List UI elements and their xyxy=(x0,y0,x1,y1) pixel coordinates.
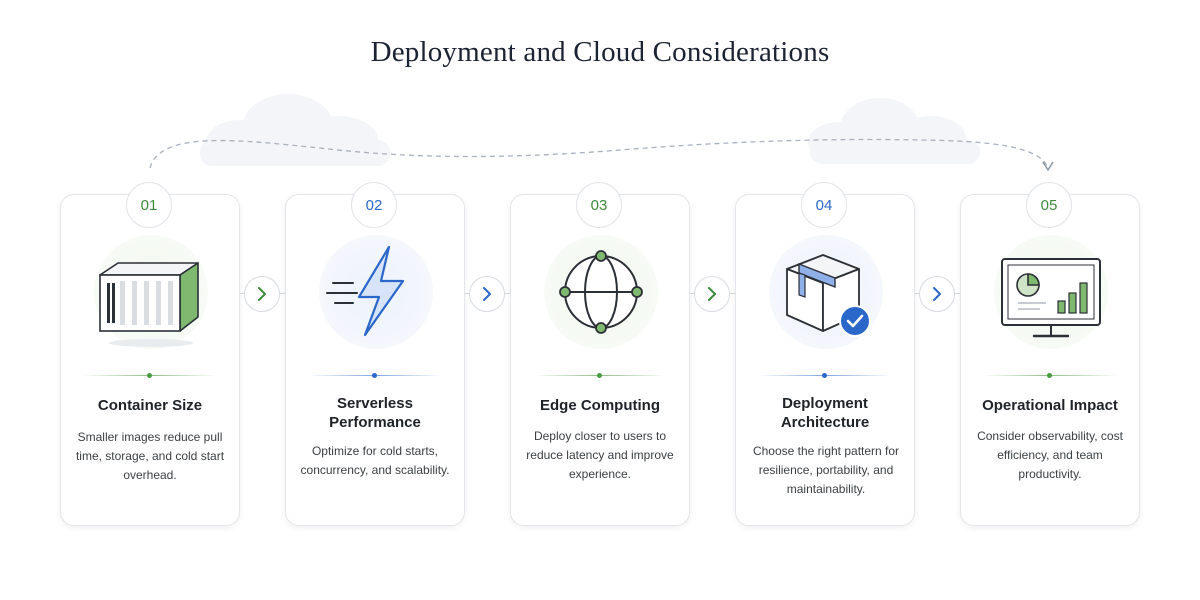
divider-dot xyxy=(597,373,602,378)
icon-halo xyxy=(544,235,658,349)
step-number-badge: 04 xyxy=(801,182,847,228)
step-card-serverless-performance: 02 Serverless Performance Optimize for c… xyxy=(285,182,465,526)
card-description: Choose the right pattern for resilience,… xyxy=(752,444,900,496)
step-card-container-size: 01 Container Size Smaller images reduce … xyxy=(60,182,240,526)
card-description: Consider observability, cost efficiency,… xyxy=(977,429,1123,481)
card-divider xyxy=(758,373,892,378)
shipping-container-icon xyxy=(99,262,199,347)
next-step-button-1[interactable] xyxy=(244,276,280,312)
icon-halo xyxy=(94,235,208,349)
divider-dot xyxy=(372,373,377,378)
divider-dot xyxy=(147,373,152,378)
card-divider xyxy=(83,373,217,378)
package-check-icon xyxy=(786,254,871,337)
step-number-badge: 05 xyxy=(1026,182,1072,228)
card-description: Deploy closer to users to reduce latency… xyxy=(526,429,674,481)
globe-network-icon xyxy=(559,250,643,334)
chevron-right-icon xyxy=(258,287,266,301)
next-step-button-4[interactable] xyxy=(919,276,955,312)
divider-dot xyxy=(1047,373,1052,378)
chevron-right-icon xyxy=(483,287,491,301)
monitor-dashboard-icon xyxy=(1001,258,1101,338)
card-divider xyxy=(308,373,442,378)
card-title: Operational Impact xyxy=(982,397,1118,414)
chevron-right-icon xyxy=(708,287,716,301)
divider-dot xyxy=(822,373,827,378)
flow-arrowhead-icon xyxy=(1042,161,1054,172)
flow-path xyxy=(149,138,1049,169)
icon-halo xyxy=(769,235,883,349)
step-card-edge-computing: 03 Edge Computing Deploy closer to users… xyxy=(510,182,690,526)
step-card-operational-impact: 05 Operational Impact Consider observabi… xyxy=(960,182,1140,526)
card-title: Serverless Performance xyxy=(329,395,421,431)
lightning-bolt-icon xyxy=(326,245,405,337)
next-step-button-3[interactable] xyxy=(694,276,730,312)
next-step-button-2[interactable] xyxy=(469,276,505,312)
step-card-deployment-architecture: 04 Deployment Architecture Choose the ri… xyxy=(735,182,915,526)
card-title: Deployment Architecture xyxy=(780,395,870,431)
card-title: Container Size xyxy=(97,397,203,414)
card-description: Smaller images reduce pull time, storage… xyxy=(75,430,225,482)
card-divider xyxy=(983,373,1117,378)
cloud-left-icon xyxy=(200,94,390,166)
card-description: Optimize for cold starts, concurrency, a… xyxy=(300,444,450,477)
step-number-badge: 01 xyxy=(126,182,172,228)
step-number-badge: 02 xyxy=(351,182,397,228)
card-title: Edge Computing xyxy=(540,397,660,414)
page-title: Deployment and Cloud Considerations xyxy=(370,36,830,68)
icon-halo xyxy=(994,235,1108,349)
card-divider xyxy=(533,373,667,378)
chevron-right-icon xyxy=(933,287,941,301)
cloud-right-icon xyxy=(808,98,980,164)
step-number-badge: 03 xyxy=(576,182,622,228)
icon-halo xyxy=(319,235,433,349)
